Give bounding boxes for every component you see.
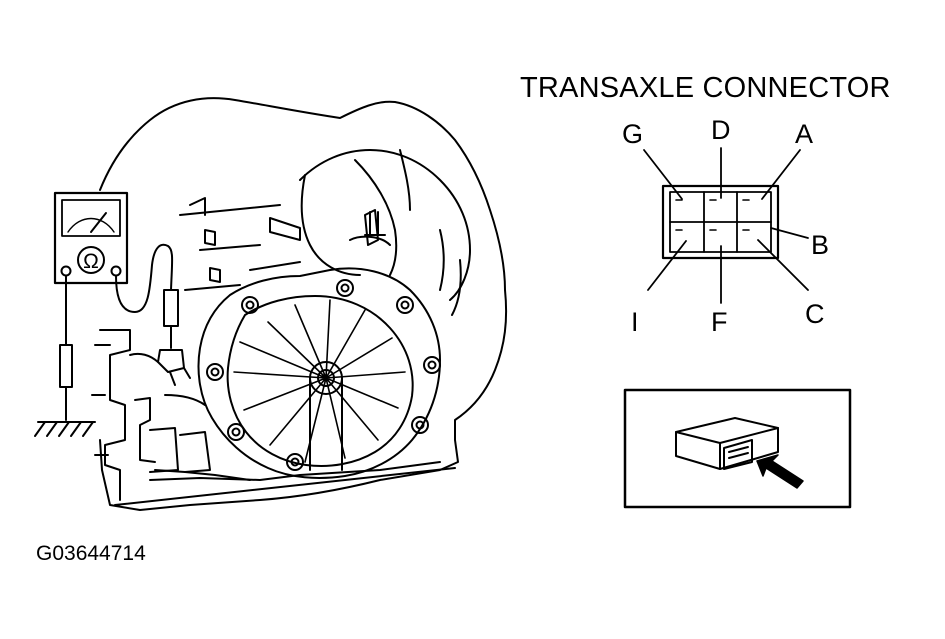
ohm-symbol: Ω (83, 250, 99, 273)
pin-label-g: G (622, 119, 644, 149)
connector-inset (623, 388, 852, 509)
pin-leader-lines (643, 147, 809, 304)
connector-title: TRANSAXLE CONNECTOR (520, 72, 891, 104)
ground-symbol-icon (34, 421, 96, 437)
pin-label-d: D (711, 115, 731, 145)
ground-lead (59, 275, 73, 421)
pin-label-b: B (811, 230, 830, 260)
pin-label-c: C (805, 299, 825, 329)
pin-label-f: F (711, 307, 728, 337)
probe-lead (115, 243, 191, 386)
pin-label-a: A (795, 119, 814, 149)
connector-icon (675, 417, 779, 470)
pin-label-i: I (631, 307, 639, 337)
transaxle-illustration (91, 97, 508, 511)
ohmmeter-icon (53, 191, 129, 285)
arrow-icon (756, 454, 804, 489)
figure-id: G03644714 (36, 542, 146, 565)
